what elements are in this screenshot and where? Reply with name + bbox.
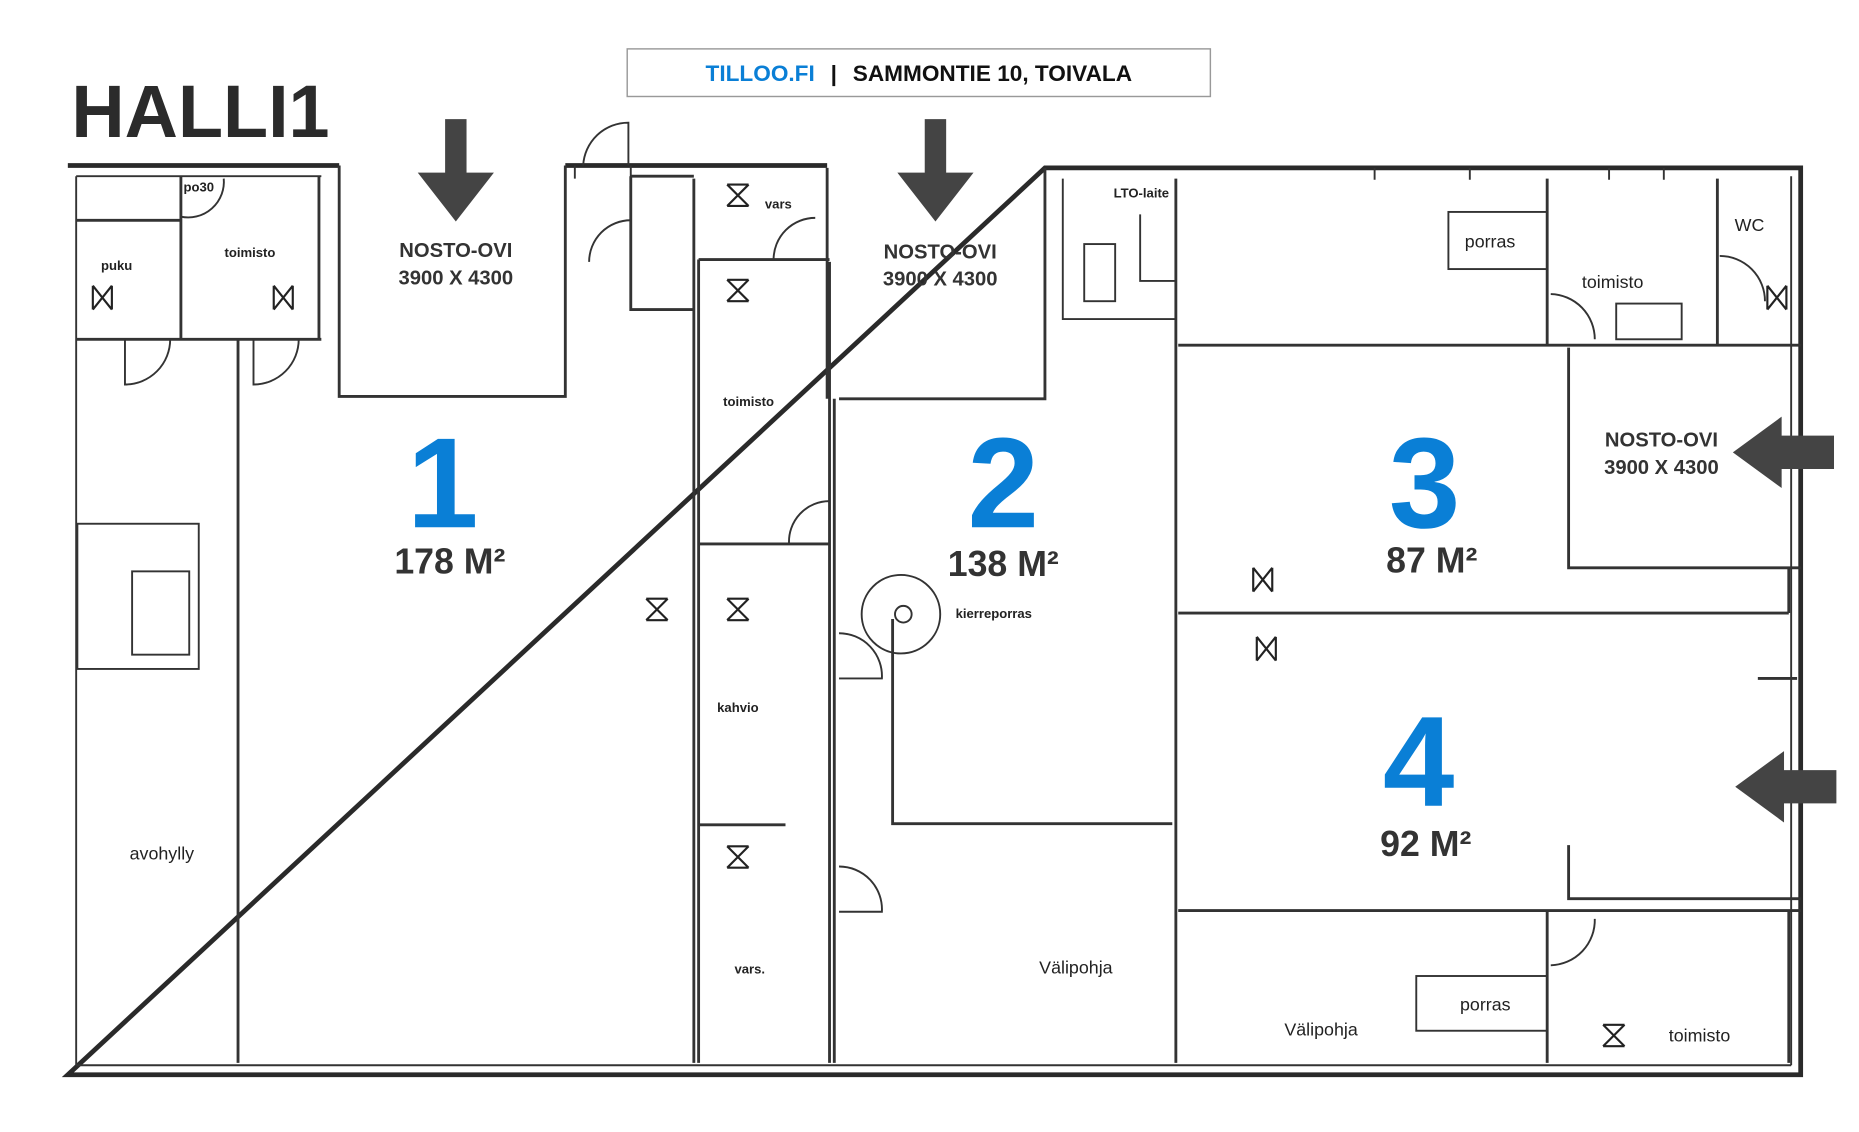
unit-area-4: 92 M²	[1380, 824, 1471, 864]
room-label-toimisto-mid: toimisto	[723, 394, 774, 409]
nosto-ovi-box-2	[825, 167, 1047, 401]
room-label-valipohja-4: Välipohja	[1284, 1020, 1357, 1040]
room-label-toimisto-small: toimisto	[224, 245, 275, 260]
room-label-toimisto-bottom-right: toimisto	[1669, 1025, 1731, 1045]
address-text: SAMMONTIE 10, TOIVALA	[853, 61, 1132, 86]
nosto-ovi-label-3: NOSTO-OVI	[1605, 429, 1718, 451]
nosto-ovi-label-2: NOSTO-OVI	[884, 241, 997, 263]
unit-area-3: 87 M²	[1386, 541, 1477, 581]
room-label-wc: WC	[1735, 215, 1765, 235]
nosto-ovi-box-3	[1567, 347, 1801, 570]
svg-text:TILLOO.FI | SAMMON: TILLOO.FI | SAMMONTIE 10, TOIVALA	[706, 61, 1133, 86]
brand-link[interactable]: TILLOO.FI	[706, 61, 815, 86]
header-box: TILLOO.FI | SAMMONTIE 10, TOIVALA	[626, 48, 1212, 98]
arrow-left-icon-4	[1735, 751, 1837, 823]
hall-title: HALLI1	[71, 70, 329, 153]
nosto-ovi-size-1: 3900 X 4300	[398, 268, 513, 290]
room-label-lto-laite: LTO-laite	[1114, 186, 1169, 201]
unit-area-2: 138 M²	[948, 544, 1059, 584]
unit-number-4: 4	[1383, 691, 1454, 834]
arrow-down-icon-1	[417, 119, 494, 222]
room-label-porras-bottom: porras	[1460, 995, 1511, 1015]
door-swings	[124, 121, 1766, 967]
unit-number-3: 3	[1389, 412, 1460, 555]
room-label-vars-bottom: vars.	[735, 962, 766, 977]
room-label-kahvio: kahvio	[717, 700, 758, 715]
unit-number-1: 1	[407, 412, 478, 555]
outer-walls	[61, 163, 1804, 1078]
nosto-ovi-label-1: NOSTO-OVI	[399, 240, 512, 262]
unit-area-1: 178 M²	[394, 542, 505, 582]
room-label-porras-top: porras	[1465, 232, 1516, 252]
unit-number-2: 2	[968, 412, 1039, 555]
room-label-puku: puku	[101, 258, 132, 273]
room-label-avohylly: avohylly	[130, 843, 195, 863]
room-label-kierreporras: kierreporras	[956, 606, 1032, 621]
arrow-left-icon-3	[1732, 416, 1835, 489]
room-label-po30: po30	[183, 180, 214, 195]
interior-walls	[76, 174, 1801, 1063]
nosto-ovi-size-2: 3900 X 4300	[883, 269, 998, 291]
room-label-vars: vars	[765, 196, 792, 211]
arrow-down-icon-2	[897, 119, 974, 222]
nosto-ovi-size-3: 3900 X 4300	[1604, 457, 1719, 479]
room-label-valipohja-2: Välipohja	[1039, 958, 1112, 978]
nosto-ovi-box-1	[337, 165, 567, 398]
header-separator: |	[831, 61, 837, 86]
room-label-toimisto-top-right: toimisto	[1582, 272, 1644, 292]
